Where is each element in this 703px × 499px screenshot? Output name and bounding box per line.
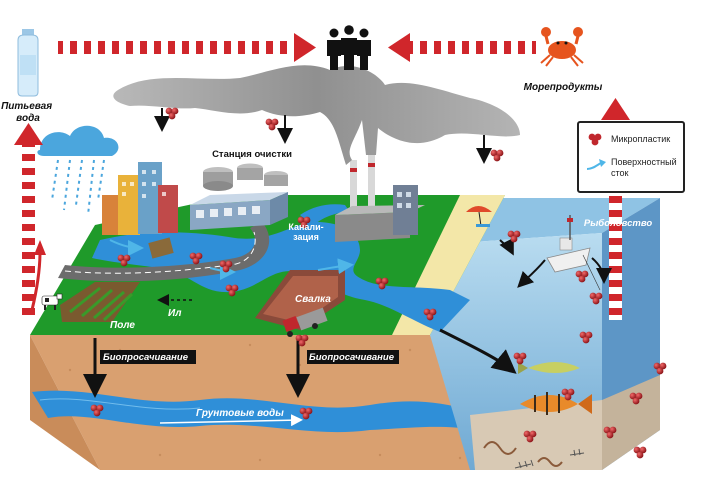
svg-text:Биопросачивание: Биопросачивание [103, 352, 189, 363]
river [92, 221, 470, 332]
svg-text:Биопросачивание: Биопросачивание [309, 352, 395, 363]
cow-icon [41, 293, 63, 310]
label-sewer: Канали-зация [288, 222, 323, 242]
label-drinking-water: Питьевая вода [1, 101, 55, 124]
factory [335, 155, 425, 242]
fishing-boat-icon [546, 215, 601, 291]
label-bioleaching-right: Биопросачивание [307, 350, 399, 364]
label-treatment-plant: Станция очистки [212, 149, 292, 160]
groundwater-layer [32, 390, 478, 433]
arrow-seafood-to-humans [388, 33, 536, 62]
label-field: Поле [110, 320, 135, 331]
label-groundwater: Грунтовые воды [196, 408, 284, 419]
legend-label-microplastic: Микропластик [611, 134, 671, 144]
runoff-arrow-icon [586, 159, 606, 170]
label-fishing: Рыболовство [584, 218, 652, 229]
legend: Микропластик Поверхностный сток [577, 121, 685, 193]
legend-label-surface-runoff: Поверхностный сток [611, 157, 677, 178]
bioleaching-arrows [83, 338, 310, 398]
farm-field [60, 237, 174, 322]
smoke-cloud [113, 65, 520, 165]
microplastic-icon [588, 133, 602, 146]
fish-icon-2 [520, 392, 592, 415]
arrow-groundwater-to-drinking [14, 123, 43, 315]
truck-icon [282, 307, 328, 337]
legend-item-surface-runoff: Поверхностный сток [585, 157, 681, 179]
legend-item-microplastic: Микропластик [585, 131, 670, 147]
people-icon [327, 25, 371, 70]
soil-texture [68, 343, 462, 462]
label-silt: Ил [168, 308, 182, 319]
label-bioleaching-left: Биопросачивание [100, 350, 196, 364]
label-seafood: Морепродукты [524, 82, 603, 93]
city-buildings [102, 162, 178, 235]
treatment-plant [190, 163, 288, 230]
rain-cloud-icon [37, 125, 119, 216]
water-bottle-icon [17, 29, 39, 97]
arrow-water-to-humans [58, 33, 316, 62]
river-branch [300, 204, 350, 226]
fish-icon-1 [518, 362, 580, 374]
beach-umbrella-icon [466, 206, 492, 227]
label-landfill: Свалка [295, 294, 331, 305]
crab-icon [540, 27, 584, 67]
seabed-debris [483, 441, 585, 469]
